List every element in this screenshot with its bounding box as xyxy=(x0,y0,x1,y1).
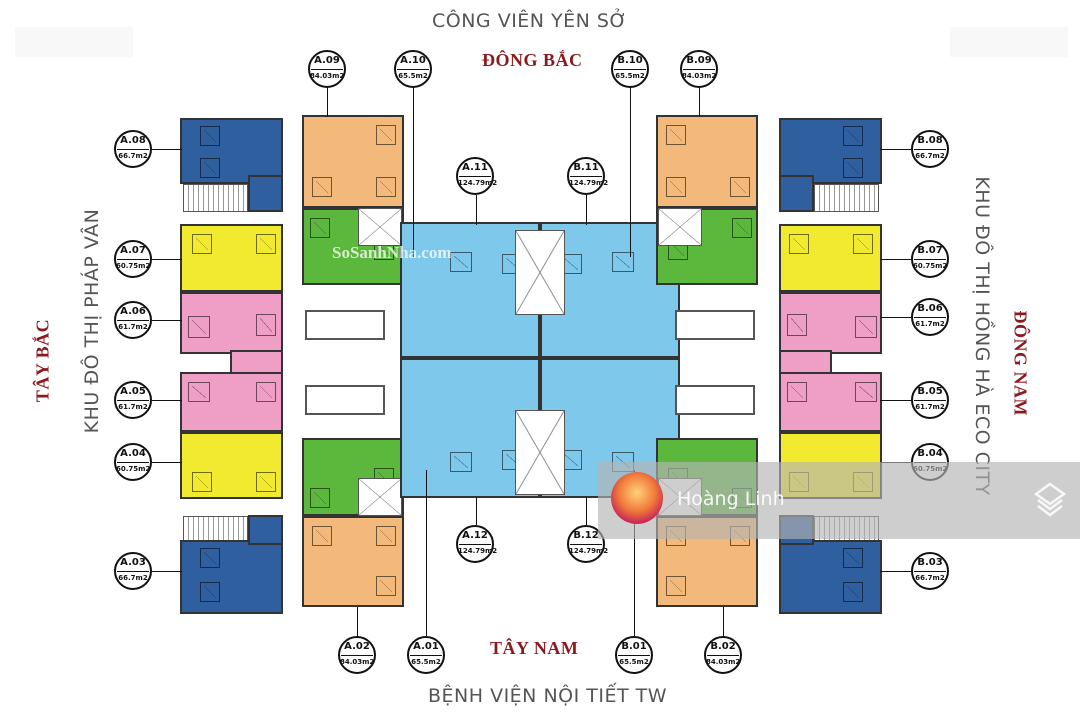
unit-A08-ext xyxy=(248,175,283,212)
corner-watermark-right xyxy=(950,27,1068,57)
landmark-left: KHU ĐÔ THỊ PHÁP VÂN xyxy=(81,208,103,434)
unit-A02[interactable] xyxy=(302,516,404,607)
leader-A06 xyxy=(152,320,182,321)
stair-B-top xyxy=(814,184,879,212)
unit-A09[interactable] xyxy=(302,115,404,208)
shaft-center-bottom xyxy=(515,410,565,495)
direction-south-west: TÂY NAM xyxy=(490,638,579,658)
elevator-core-A-bottom xyxy=(305,385,385,415)
leader-A07 xyxy=(152,259,182,260)
landmark-right: KHU ĐÔ THỊ HỒNG HÀ ECO CITY xyxy=(971,176,993,496)
direction-north-east: ĐÔNG BẮC xyxy=(482,50,583,70)
leader-B11 xyxy=(586,195,587,225)
direction-north-west: TÂY BẮC xyxy=(32,318,53,403)
elevator-core-A-top xyxy=(305,310,385,340)
stair-A-top xyxy=(183,184,248,212)
shaft-center-top xyxy=(515,230,565,315)
shaft-A01 xyxy=(358,478,402,516)
elevator-core-B-bottom xyxy=(675,385,755,415)
elevator-core-B-top xyxy=(675,310,755,340)
author-avatar xyxy=(611,472,663,524)
landmark-bottom: BỆNH VIỆN NỘI TIẾT TW xyxy=(428,685,668,707)
leader-A02 xyxy=(357,607,358,637)
unit-B08[interactable] xyxy=(779,118,882,184)
stair-A-bottom xyxy=(183,516,248,544)
leader-A05 xyxy=(152,400,182,401)
leader-A03 xyxy=(152,571,182,572)
leader-B09 xyxy=(699,87,700,117)
unit-B08-ext xyxy=(779,175,814,212)
unit-A06-link xyxy=(230,350,283,375)
shaft-A10 xyxy=(358,208,402,246)
shaft-B10 xyxy=(658,208,702,246)
landmark-top: CÔNG VIÊN YÊN SỞ xyxy=(432,10,628,32)
leader-A12 xyxy=(476,497,477,525)
leader-B07 xyxy=(880,259,912,260)
unit-B03[interactable] xyxy=(779,540,882,614)
leader-A04 xyxy=(152,462,182,463)
unit-B07[interactable] xyxy=(779,224,882,292)
unit-A04[interactable] xyxy=(180,432,283,499)
unit-A08[interactable] xyxy=(180,118,283,184)
unit-B06[interactable] xyxy=(779,292,882,354)
corner-watermark-left xyxy=(15,27,133,57)
leader-A08 xyxy=(152,149,182,150)
author-name: Hoàng Linh xyxy=(677,488,785,510)
unit-B05[interactable] xyxy=(779,372,882,432)
unit-A06[interactable] xyxy=(180,292,283,354)
unit-A03[interactable] xyxy=(180,540,283,614)
leader-B01 xyxy=(634,470,635,636)
leader-A11 xyxy=(476,195,477,225)
leader-B10 xyxy=(630,87,631,257)
direction-south-east: ĐÔNG NAM xyxy=(1010,310,1031,417)
layers-logo-icon xyxy=(1033,482,1067,517)
author-watermark-bar xyxy=(598,462,1080,539)
unit-B09[interactable] xyxy=(656,115,758,208)
leader-B08 xyxy=(880,149,912,150)
unit-A07[interactable] xyxy=(180,224,283,292)
leader-A01 xyxy=(426,470,427,636)
leader-A10 xyxy=(413,87,414,257)
unit-A05[interactable] xyxy=(180,372,283,432)
leader-B12 xyxy=(586,497,587,525)
leader-B03 xyxy=(880,571,912,572)
leader-B06 xyxy=(880,317,912,318)
leader-B02 xyxy=(723,607,724,637)
leader-A09 xyxy=(327,87,328,117)
leader-B05 xyxy=(880,400,912,401)
sosanhnha-watermark: SoSanhNha.com xyxy=(332,243,452,262)
unit-A03-ext xyxy=(248,515,283,545)
